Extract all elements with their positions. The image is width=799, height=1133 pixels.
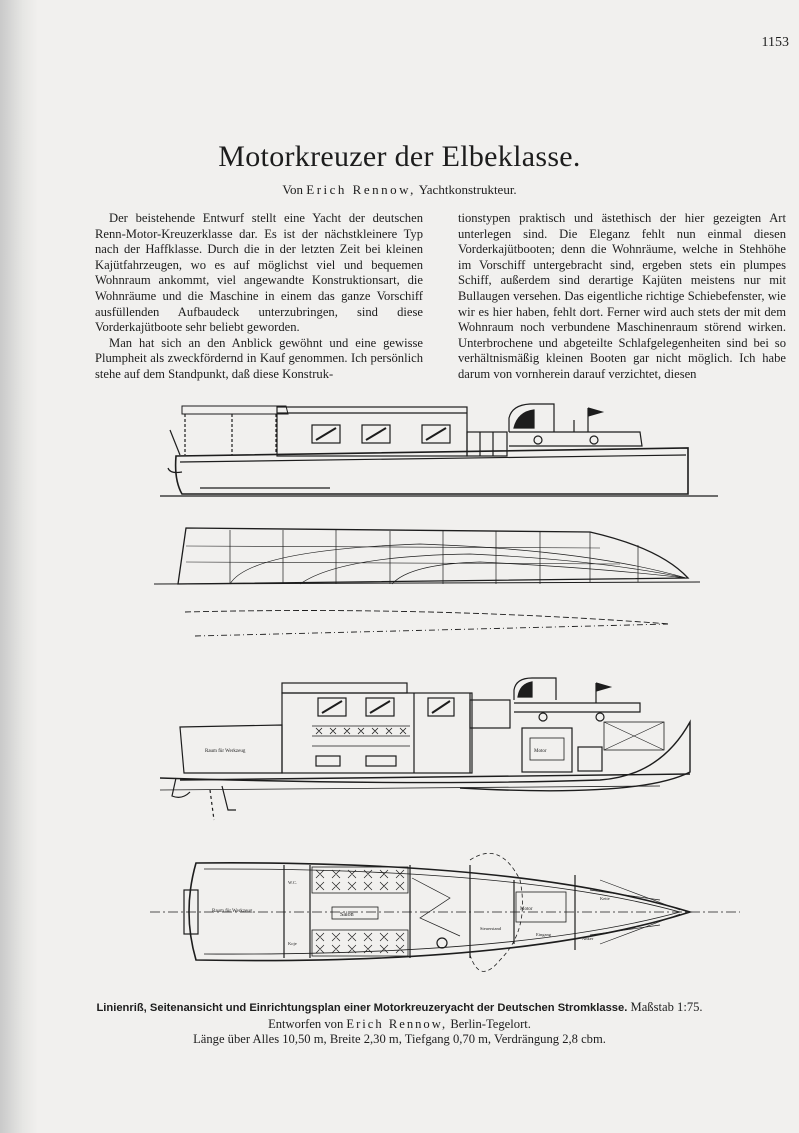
- label-steering: Steuerstand: [480, 926, 502, 931]
- caption-place: Berlin-Tegelort.: [450, 1016, 531, 1031]
- deck-plan-drawing: Salon Motor Raum für Werkzeug W.C. Koje …: [150, 852, 740, 972]
- label-salon: Salon: [340, 912, 354, 918]
- caption-author: Erich Rennow,: [346, 1016, 448, 1031]
- caption-designed-by: Entworfen von: [268, 1016, 344, 1031]
- page-gutter-shadow: [0, 0, 38, 1133]
- caption-line-2: Entworfen von Erich Rennow, Berlin-Tegel…: [0, 1017, 799, 1033]
- section-view-drawing: Raum für Werkzeug Motor: [159, 677, 691, 821]
- caption-scale: Maßstab 1:75.: [630, 1000, 703, 1014]
- byline-prefix: Von: [282, 182, 304, 197]
- figure-caption: Linienriß, Seitenansicht und Einrichtung…: [0, 1000, 799, 1048]
- label-entry: Eingang: [536, 932, 552, 937]
- label-toilet: W.C.: [288, 880, 297, 885]
- article-title: Motorkreuzer der Elbeklasse.: [218, 140, 581, 173]
- text-column-left: Der beistehende Entwurf stellt eine Yach…: [95, 211, 423, 383]
- label-engine: Motor: [534, 749, 547, 754]
- label-chain: Kette: [600, 896, 610, 901]
- side-elevation-drawing: [160, 403, 718, 497]
- byline: Von Erich Rennow, Yachtkonstrukteur.: [0, 182, 799, 198]
- caption-title: Linienriß, Seitenansicht und Einrichtung…: [96, 1002, 628, 1014]
- byline-role: Yachtkonstrukteur.: [418, 182, 517, 197]
- label-stern-room-plan: Raum für Werkzeug: [212, 909, 253, 914]
- label-engine-plan: Motor: [520, 907, 533, 912]
- label-stern-room: Raum für Werkzeug: [205, 749, 246, 754]
- page-number: 1153: [761, 35, 789, 50]
- caption-dimensions: Länge über Alles 10,50 m, Breite 2,30 m,…: [193, 1032, 606, 1046]
- paragraph: Der beistehende Entwurf stellt eine Yach…: [95, 211, 423, 335]
- label-anchor: Anker: [582, 936, 594, 941]
- text-column-right: tionstypen praktisch und ästethisch der …: [458, 211, 786, 383]
- paragraph: Man hat sich an den Anblick gewöhnt und …: [95, 335, 423, 381]
- label-bunk: Koje: [288, 941, 297, 946]
- caption-line-1: Linienriß, Seitenansicht und Einrichtung…: [0, 1000, 799, 1017]
- lines-plan-drawing: [153, 527, 701, 637]
- byline-author: Erich Rennow,: [306, 182, 416, 197]
- paragraph: tionstypen praktisch und ästethisch der …: [458, 211, 786, 381]
